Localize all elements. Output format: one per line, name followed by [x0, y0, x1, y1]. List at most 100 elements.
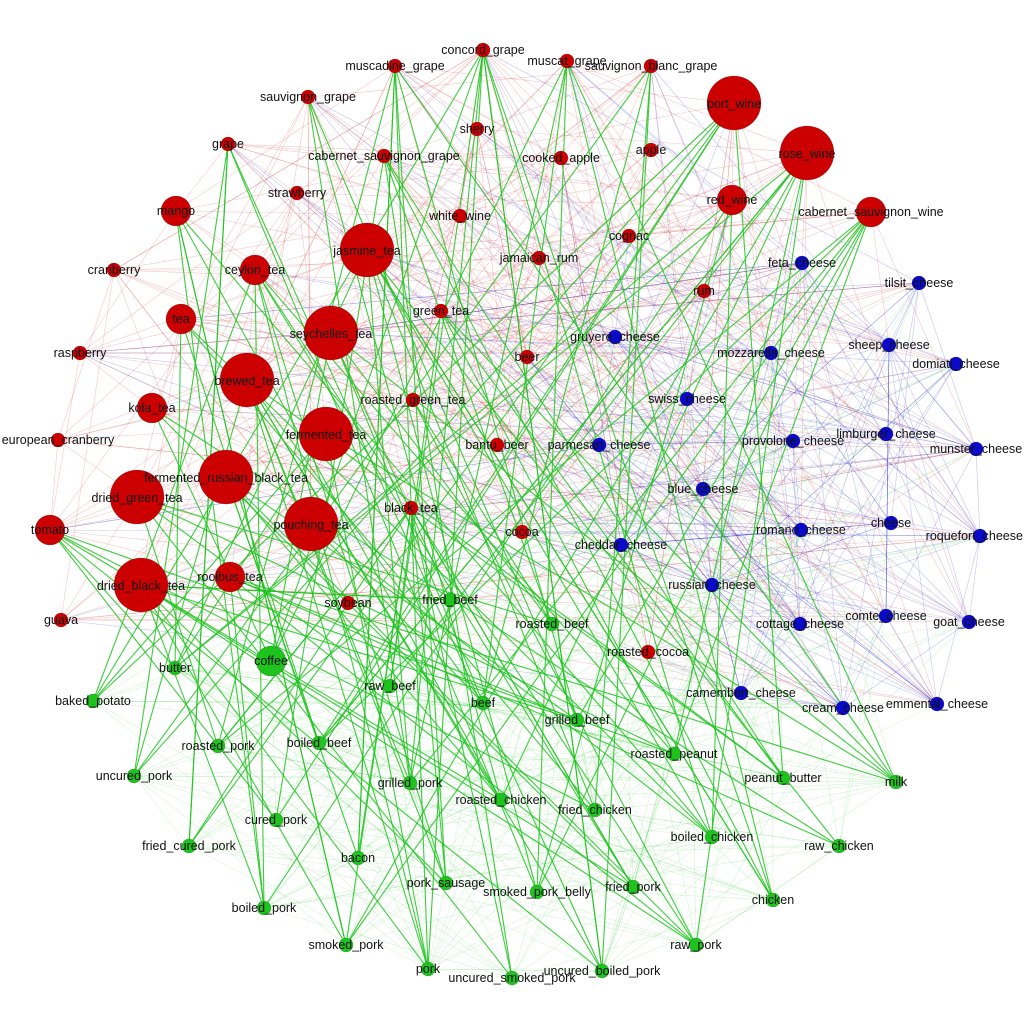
node-jamaican-rum[interactable] [531, 250, 547, 266]
node-grilled-beef[interactable] [569, 712, 585, 728]
node-sauvignon-grape[interactable] [300, 89, 316, 105]
node-cognac[interactable] [621, 228, 637, 244]
node-pork-sausage[interactable] [438, 875, 454, 891]
node-raw-beef[interactable] [382, 678, 398, 694]
node-concord-grape[interactable] [475, 42, 491, 58]
node-cooked-apple[interactable] [553, 150, 569, 166]
node-cheese[interactable] [883, 515, 899, 531]
node-coffee[interactable] [255, 645, 287, 677]
node-fermented-tea[interactable] [298, 406, 354, 462]
node-rum[interactable] [696, 283, 712, 299]
node-feta-cheese[interactable] [794, 255, 810, 271]
node-sauvignon-blanc-grape[interactable] [643, 58, 659, 74]
node-soybean[interactable] [340, 595, 356, 611]
node-peanut-butter[interactable] [775, 770, 791, 786]
node-provolone-cheese[interactable] [785, 433, 801, 449]
node-muscadine-grape[interactable] [387, 58, 403, 74]
node-red-wine[interactable] [716, 184, 748, 216]
node-pouching-tea[interactable] [283, 496, 339, 552]
node-baked-potato[interactable] [85, 693, 101, 709]
node-kola-tea[interactable] [136, 392, 168, 424]
node-uncured-pork[interactable] [126, 768, 142, 784]
node-roasted-chicken[interactable] [493, 792, 509, 808]
node-domiati-cheese[interactable] [948, 356, 964, 372]
node-cabernet-sauvignon-grape[interactable] [376, 148, 392, 164]
node-bacon[interactable] [350, 850, 366, 866]
node-smoked-pork[interactable] [338, 937, 354, 953]
node-grape[interactable] [220, 136, 236, 152]
node-uncured-smoked-pork[interactable] [504, 970, 520, 986]
node-russian-cheese[interactable] [704, 577, 720, 593]
node-strawberry[interactable] [289, 185, 305, 201]
node-roasted-pork[interactable] [210, 738, 226, 754]
node-cranberry[interactable] [106, 262, 122, 278]
node-jasmine-tea[interactable] [339, 222, 395, 278]
node-dried-black-tea[interactable] [113, 557, 169, 613]
node-cocoa[interactable] [514, 524, 530, 540]
node-goat-cheese[interactable] [961, 614, 977, 630]
node-european-cranberry[interactable] [50, 432, 66, 448]
node-green-tea[interactable] [433, 303, 449, 319]
node-seychelles-tea[interactable] [303, 305, 359, 361]
node-mozzarella-cheese[interactable] [763, 345, 779, 361]
node-mango[interactable] [160, 195, 192, 227]
node-munster-cheese[interactable] [968, 441, 984, 457]
node-sherry[interactable] [469, 121, 485, 137]
node-guava[interactable] [53, 612, 69, 628]
node-beef[interactable] [475, 695, 491, 711]
node-fried-beef[interactable] [442, 592, 458, 608]
node-rose-wine[interactable] [779, 125, 835, 181]
node-dried-green-tea[interactable] [109, 469, 165, 525]
node-emmental-cheese[interactable] [929, 696, 945, 712]
node-white-wine[interactable] [452, 208, 468, 224]
node-milk[interactable] [888, 774, 904, 790]
node-gruyere-cheese[interactable] [607, 329, 623, 345]
node-roasted-peanut[interactable] [666, 746, 682, 762]
node-boiled-chicken[interactable] [704, 829, 720, 845]
node-grilled-pork[interactable] [402, 775, 418, 791]
node-fried-chicken[interactable] [587, 802, 603, 818]
node-romano-cheese[interactable] [793, 522, 809, 538]
node-brewed-tea[interactable] [219, 352, 275, 408]
node-muscat-grape[interactable] [559, 53, 575, 69]
node-apple[interactable] [643, 142, 659, 158]
node-cottage-cheese[interactable] [792, 616, 808, 632]
node-tomato[interactable] [34, 514, 66, 546]
node-port-wine[interactable] [706, 75, 762, 131]
node-butter[interactable] [167, 660, 183, 676]
node-raw-pork[interactable] [688, 937, 704, 953]
node-cabernet-sauvignon-wine[interactable] [855, 196, 887, 228]
node-parmesan-cheese[interactable] [591, 437, 607, 453]
node-tilsit-cheese[interactable] [911, 275, 927, 291]
node-beer[interactable] [519, 349, 535, 365]
node-raw-chicken[interactable] [831, 838, 847, 854]
node-blue-cheese[interactable] [695, 481, 711, 497]
node-pork[interactable] [420, 961, 436, 977]
node-raspberry[interactable] [72, 345, 88, 361]
node-fermented-russian-black-tea[interactable] [198, 449, 254, 505]
node-chicken[interactable] [765, 892, 781, 908]
node-comte-cheese[interactable] [878, 608, 894, 624]
node-smoked-pork-belly[interactable] [529, 884, 545, 900]
node-rooibus-tea[interactable] [214, 561, 246, 593]
node-ceylon-tea[interactable] [239, 254, 271, 286]
node-fried-cured-pork[interactable] [181, 838, 197, 854]
node-uncured-boiled-pork[interactable] [594, 963, 610, 979]
node-camembert-cheese[interactable] [733, 685, 749, 701]
node-swiss-cheese[interactable] [679, 391, 695, 407]
node-boiled-beef[interactable] [311, 735, 327, 751]
node-cream-cheese[interactable] [835, 700, 851, 716]
node-black-tea[interactable] [403, 500, 419, 516]
node-bantu-beer[interactable] [489, 437, 505, 453]
node-roquefort-cheese[interactable] [972, 528, 988, 544]
node-boiled-pork[interactable] [256, 900, 272, 916]
node-fried-pork[interactable] [625, 879, 641, 895]
node-roasted-green-tea[interactable] [405, 392, 421, 408]
node-roasted-beef[interactable] [544, 616, 560, 632]
node-roasted-cocoa[interactable] [640, 644, 656, 660]
node-tea[interactable] [165, 303, 197, 335]
node-limburger-cheese[interactable] [878, 426, 894, 442]
node-cured-pork[interactable] [268, 812, 284, 828]
node-cheddar-cheese[interactable] [613, 537, 629, 553]
node-sheep-cheese[interactable] [881, 337, 897, 353]
